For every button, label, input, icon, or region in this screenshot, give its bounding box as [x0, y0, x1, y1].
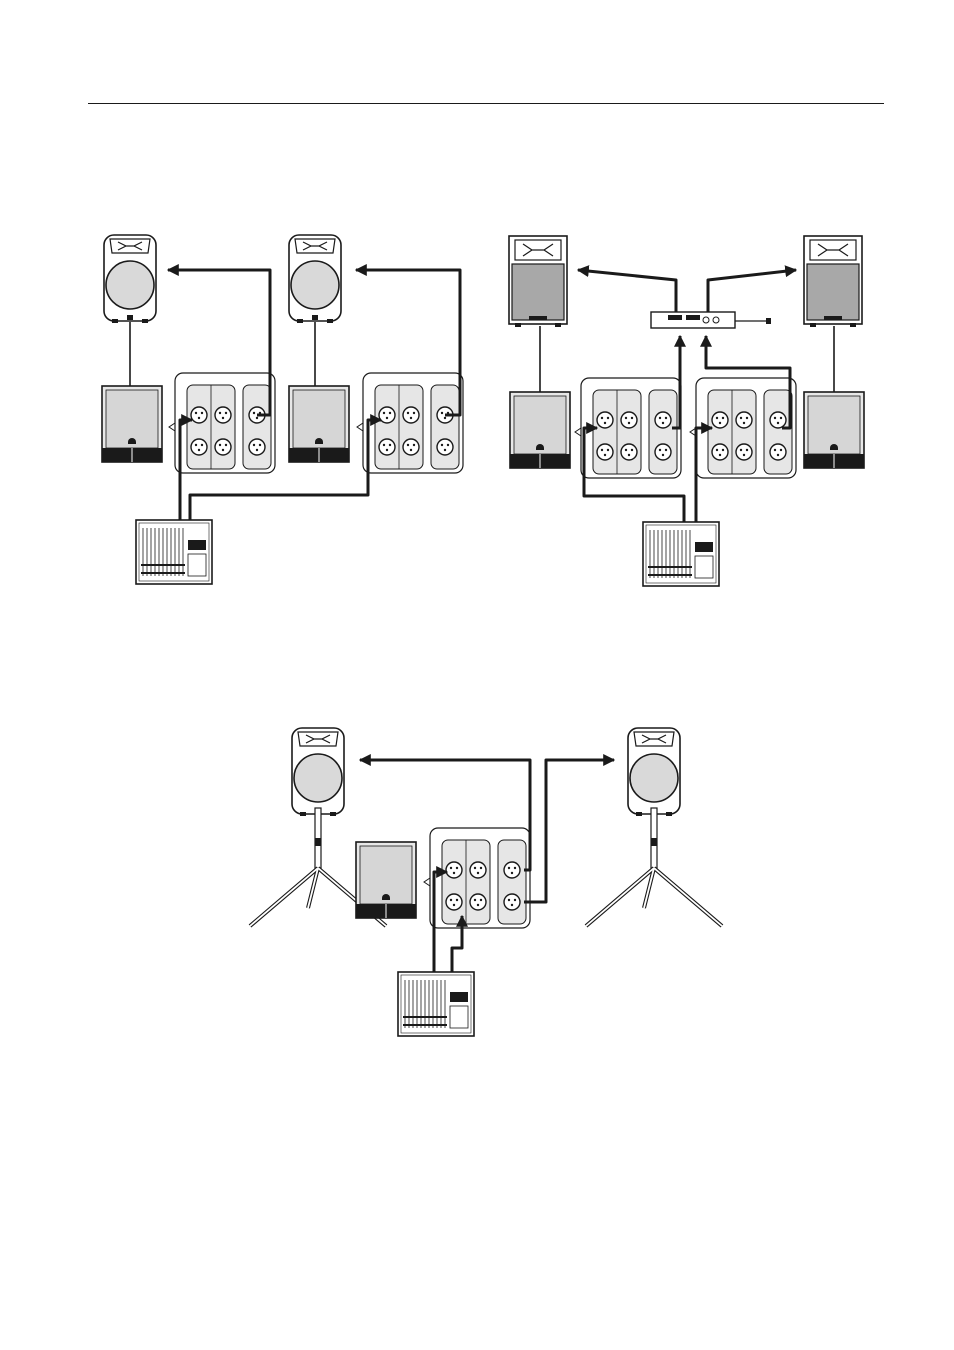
passive-speaker-left	[509, 236, 567, 327]
connection-panel-right	[357, 373, 463, 473]
setup-top-right	[509, 236, 864, 586]
passive-speaker-right	[804, 236, 862, 327]
setup-top-left	[102, 235, 463, 584]
setup-bottom	[250, 728, 722, 1036]
subwoofer-right	[289, 386, 349, 462]
subwoofer-right	[804, 392, 864, 468]
connection-panel	[424, 828, 530, 928]
connection-panel-left	[169, 373, 275, 473]
active-speaker-right	[628, 728, 680, 816]
power-amplifier	[651, 312, 771, 328]
active-speaker-left	[104, 235, 156, 323]
subwoofer	[356, 842, 416, 918]
subwoofer-left	[510, 392, 570, 468]
active-speaker-right	[289, 235, 341, 323]
mixer	[398, 972, 474, 1036]
subwoofer-left	[102, 386, 162, 462]
mixer	[136, 520, 212, 584]
active-speaker-left	[292, 728, 344, 816]
mixer	[643, 522, 719, 586]
tripod-right	[586, 808, 722, 926]
